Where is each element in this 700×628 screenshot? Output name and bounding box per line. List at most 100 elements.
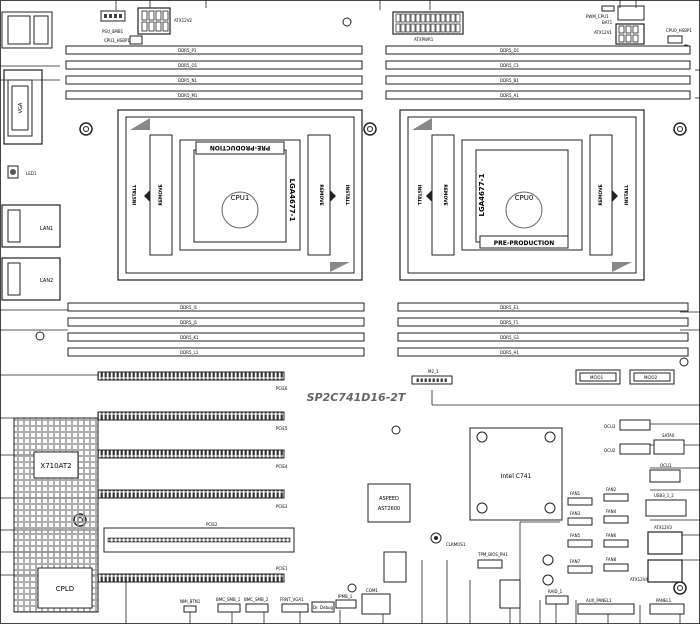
pcie-label: PCIE1 (276, 566, 288, 571)
cpld-label: CPLD (56, 585, 74, 593)
cpu1-word: REMOVE (318, 184, 324, 205)
sata0-label: SATA0 (662, 433, 675, 438)
dimm-label: DDR5_B1 (500, 78, 519, 83)
dimm-label: DDR5_K1 (180, 335, 199, 340)
sata0-connector (653, 439, 685, 455)
cpu1-word: INSTALL (132, 185, 138, 206)
bmc-label-1: ASPEED (379, 496, 399, 502)
pcie-slots: PCIE6 PCIE5 PCIE4 PCIE3 PCIE2 PCIE1 (97, 371, 295, 583)
dimm-label: DDR5_N1 (178, 78, 197, 83)
lan2-port (1, 257, 61, 301)
cpu1-status: PRE-PRODUCTION (210, 144, 270, 151)
usb-header (645, 499, 687, 517)
dimm-slots-top-left: DDR5_P1 DDR5_O1 DDR5_N1 DDR5_M1 (65, 45, 363, 100)
bat-holder (617, 5, 645, 21)
fan5-label: FAN5 (570, 533, 581, 538)
rear-usb-block (1, 11, 53, 49)
bmc-smb1-header (217, 603, 241, 613)
psu-smb-connector (100, 10, 126, 22)
ocu1-connector (649, 469, 681, 483)
fan4-label: FAN4 (606, 509, 617, 514)
ocu2-label: OCU2 (604, 448, 616, 453)
raid-header (545, 595, 569, 605)
atx12v2-connector (137, 7, 171, 35)
atxpwr-connector (392, 11, 464, 35)
cpu0-word: INSTALL (624, 185, 630, 206)
dimm-label: DDR5_M1 (178, 93, 198, 98)
ocu3-label: OCU3 (604, 424, 616, 429)
vga-port (3, 69, 43, 145)
cpu0-hsbp-label: CPU0_HSBP1 (666, 28, 692, 33)
pcie-label: PCIE5 (276, 426, 288, 431)
bmc-chip (367, 483, 411, 523)
dimm-slots-top-right: DDR5_D1 DDR5_C1 DDR5_B1 DDR5_A1 (385, 45, 691, 100)
cpu1-hsbp-label: CPU1_HSBP1 (104, 38, 130, 43)
cpu1-label: CPU1 (231, 194, 250, 202)
com1-header (361, 593, 391, 615)
fan6-label: FAN6 (606, 533, 617, 538)
cpu0-word: REMOVE (442, 184, 448, 205)
dimm-label: DDR5_D1 (500, 48, 520, 53)
pcie-label: PCIE2 (206, 522, 218, 527)
cpu0-word: INSTALL (416, 185, 422, 206)
dr-debug-label: Dr. Debug (313, 605, 334, 610)
cpu1-socket-label: LGA4677-1 (288, 179, 296, 222)
cpld-chip (37, 567, 93, 609)
atxpwr-label: ATXPWR1 (414, 37, 434, 42)
cpu0-socket: PRE-PRODUCTION CPU0 LGA4677-1 INSTALL RE… (399, 109, 645, 281)
bios-chip-2 (499, 579, 521, 609)
bmc-smb2-header (245, 603, 269, 613)
raid-label: RAID_1 (548, 589, 563, 594)
mcio1-label: MCIO1 (590, 375, 604, 380)
ipmb-label: IPMB_1 (338, 594, 353, 599)
fan-headers (567, 493, 629, 574)
ocu1-label: OCU1 (660, 463, 672, 468)
fan8-label: FAN8 (606, 557, 617, 562)
bmc-smb2-label: BMC_SMB_2 (244, 597, 269, 602)
bmc-label-2: AST2600 (378, 506, 400, 512)
bat-label: BAT1 (602, 20, 613, 25)
board-model: SP2C741D16-2T (307, 391, 407, 404)
atx12v4-label: ATX12V4 (630, 577, 648, 582)
chipset-label: Intel C741 (501, 473, 532, 480)
psu-smb-label: PSU_SMB1 (102, 29, 124, 34)
cpu0-word: REMOVE (598, 184, 604, 205)
frnt-vga-header (281, 603, 309, 613)
ipmb-header (335, 599, 357, 609)
tpm-label: TPM_BIOS_PH1 (477, 552, 508, 557)
com1-label: COM1 (366, 588, 378, 593)
dimm-label: DDR5_O1 (178, 63, 198, 68)
cpu1-word: INSTALL (344, 185, 350, 206)
cpu1-word: REMOVE (158, 184, 164, 205)
atx12v3-label: ATX12V3 (654, 525, 672, 530)
dimm-label: DDR5_F1 (500, 320, 519, 325)
dimm-label: DDR5_J1 (180, 320, 198, 325)
vga-label: VGA (18, 102, 24, 113)
atx12v4-connector (647, 559, 683, 583)
ocu2-connector (619, 443, 651, 455)
dimm-label: DDR5_G1 (500, 335, 520, 340)
clrcmos-label: CLRMOS1 (446, 542, 466, 547)
nic-label: X710AT2 (40, 462, 71, 470)
m2-label: M2_1 (428, 369, 439, 374)
clrcmos-jumper (430, 532, 442, 544)
usb-label: USB3_1_2 (654, 493, 674, 498)
fan2-label: FAN2 (606, 487, 617, 492)
dimm-label: DDR5_I1 (180, 305, 198, 310)
cpu0-socket-label: LGA4677-1 (478, 173, 486, 216)
cpu0-hsbp-connector (667, 35, 683, 44)
dimm-label: DDR5_H1 (500, 350, 519, 355)
bmc-smb1-label: BMC_SMB_1 (216, 597, 241, 602)
pwm-cpu-connector (601, 5, 615, 12)
nmi-btn-label: NMI_BTN1 (180, 599, 201, 604)
dimm-slots-bottom-right: DDR5_E1 DDR5_F1 DDR5_G1 DDR5_H1 (397, 302, 689, 357)
lan1-port (1, 204, 61, 248)
dimm-slots-bottom-left: DDR5_I1 DDR5_J1 DDR5_K1 DDR5_L1 (67, 302, 365, 357)
lan1-label: LAN1 (40, 226, 53, 232)
atx12v2-label: ATX12V2 (174, 18, 192, 23)
atx12v1-label: ATX12V1 (594, 30, 612, 35)
dimm-label: DDR5_E1 (500, 305, 519, 310)
nic-chip (33, 451, 79, 479)
